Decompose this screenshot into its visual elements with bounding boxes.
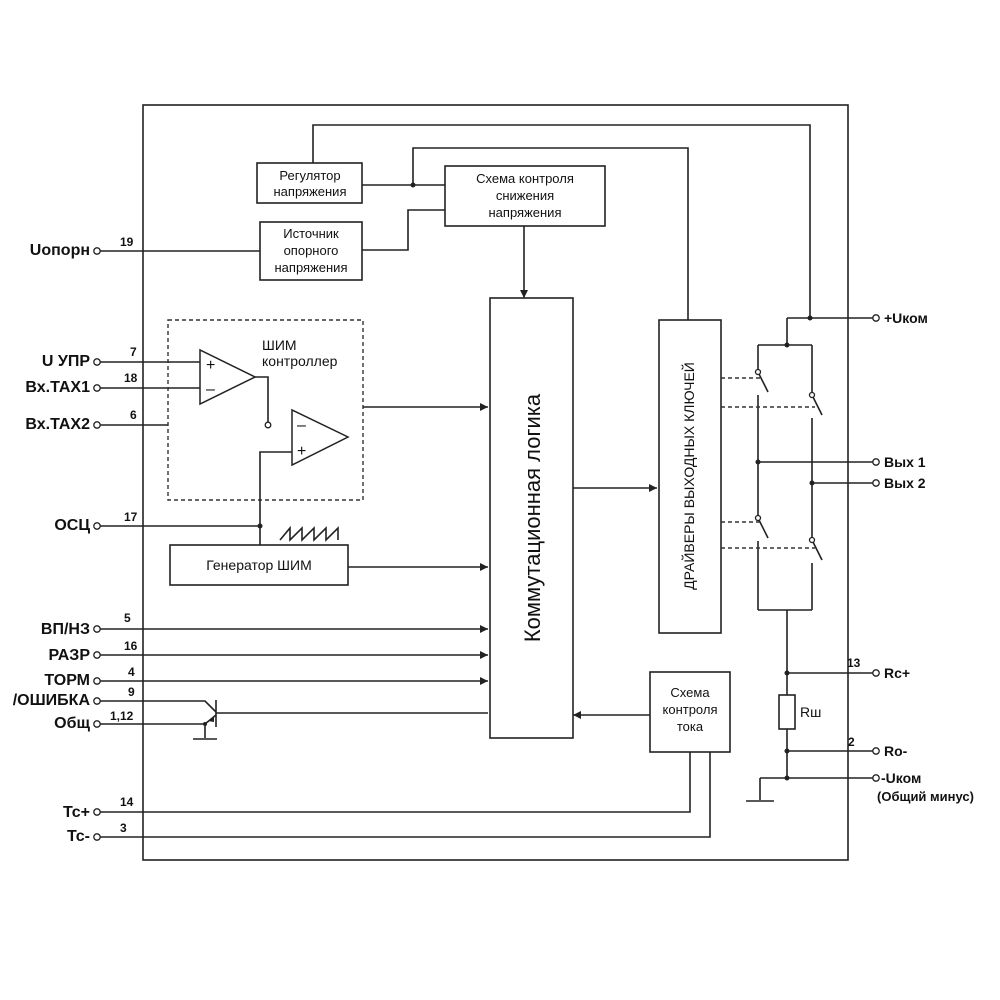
pin-tc-plus-number: 14: [120, 795, 134, 809]
pin-tach2-label: Вх.ТАХ2: [25, 416, 90, 433]
current-control-label-1: Схема: [670, 685, 710, 700]
pin-out1-label: Вых 1: [884, 454, 926, 470]
right-pins: +Uком Вых 1 Вых 2 13 Rc+ 2 Ro- -Uком (Об…: [847, 310, 974, 804]
output-drivers-label: ДРАЙВЕРЫ ВЫХОДНЫХ КЛЮЧЕЙ: [680, 362, 697, 590]
reference-label-3: напряжения: [275, 260, 348, 275]
supply-wires: [312, 124, 811, 320]
undervoltage-label-1: Схема контроля: [476, 171, 574, 186]
pin-rc-plus-label: Rc+: [884, 665, 910, 681]
pin-osc-label: ОСЦ: [54, 517, 90, 534]
voltage-regulator-block: Регулятор напряжения: [256, 162, 363, 204]
output-drivers-block: ДРАЙВЕРЫ ВЫХОДНЫХ КЛЮЧЕЙ: [658, 319, 722, 634]
reference-label-1: Источник: [283, 226, 339, 241]
pin-tc-plus-label: Тс+: [63, 804, 90, 821]
amp1-minus-sign: –: [206, 381, 215, 398]
reference-label-2: опорного: [284, 243, 339, 258]
undervoltage-control-block: Схема контроля снижения напряжения: [444, 165, 606, 227]
pin-common-minus-label: (Общий минус): [877, 789, 974, 804]
left-pins: Uопорн 19 U УПР 7 Вх.ТАХ1 18 Вх.ТАХ2 6 О…: [13, 235, 711, 845]
pwm-generator-block: Генератор ШИМ: [169, 544, 488, 586]
pin-ucontrol-label: U УПР: [42, 353, 90, 370]
current-control-label-3: тока: [677, 719, 704, 734]
pin-uref-label: Uопорн: [30, 242, 90, 259]
pin-out2-label: Вых 2: [884, 475, 926, 491]
pin-vcom-minus-label: -Uком: [881, 770, 921, 786]
pwm-generator-label: Генератор ШИМ: [206, 557, 312, 573]
fault-transistor: [204, 700, 488, 727]
reference-source-block: Источник опорного напряжения: [259, 221, 363, 281]
pin-ucontrol-number: 7: [130, 345, 137, 359]
pwm-controller-label-2: контроллер: [262, 353, 338, 369]
pin-common-number: 1,12: [110, 709, 134, 723]
pin-ro-minus-label: Ro-: [884, 743, 908, 759]
pin-enable-number: 16: [124, 639, 138, 653]
regulator-label-1: Регулятор: [279, 168, 340, 183]
commutation-logic-block: Коммутационная логика: [489, 297, 574, 739]
pin-brake-number: 4: [128, 665, 135, 679]
shunt-resistor: [778, 694, 796, 730]
output-bridge: Rш: [721, 315, 873, 802]
pin-rc-plus-number: 13: [847, 656, 861, 670]
amp1-plus-sign: +: [206, 357, 215, 374]
pin-osc-number: 17: [124, 510, 138, 524]
pin-tc-minus-number: 3: [120, 821, 127, 835]
pwm-controller-block: ШИМ контроллер + – – +: [167, 319, 488, 545]
pin-vcom-plus-label: +Uком: [884, 310, 928, 326]
amp2-minus-sign: –: [297, 417, 306, 434]
pin-common-label: Общ: [54, 715, 90, 732]
undervoltage-label-2: снижения: [496, 188, 554, 203]
pin-tc-minus-label: Тс-: [67, 828, 90, 845]
pwm-controller-label-1: ШИМ: [262, 337, 297, 353]
current-control-label-2: контроля: [663, 702, 718, 717]
pin-tach1-label: Вх.ТАХ1: [25, 379, 90, 396]
pin-dir-label: ВП/НЗ: [41, 621, 90, 638]
pin-fault-number: 9: [128, 685, 135, 699]
error-amplifier: [199, 348, 257, 406]
commutation-logic-label: Коммутационная логика: [520, 393, 545, 642]
amp2-plus-sign: +: [297, 443, 306, 460]
pin-fault-label: /ОШИБКА: [13, 692, 91, 709]
pin-tach1-number: 18: [124, 371, 138, 385]
pwm-comparator: [291, 408, 350, 467]
shunt-label: Rш: [800, 704, 821, 720]
undervoltage-label-3: напряжения: [489, 205, 562, 220]
pin-dir-number: 5: [124, 611, 131, 625]
sawtooth-waveform: [279, 525, 339, 542]
pin-brake-label: ТОРМ: [44, 672, 90, 689]
pin-uref-number: 19: [120, 235, 134, 249]
pin-enable-label: РАЗР: [48, 647, 90, 664]
current-control-block: Схема контроля тока: [573, 671, 731, 753]
pin-tach2-number: 6: [130, 408, 137, 422]
regulator-label-2: напряжения: [274, 184, 347, 199]
pin-ro-minus-number: 2: [848, 735, 855, 749]
